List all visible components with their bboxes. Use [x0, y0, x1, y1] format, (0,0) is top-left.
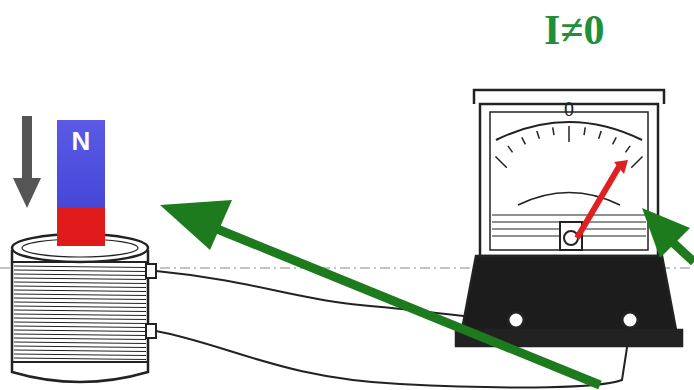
scale-zero: 0 — [564, 98, 574, 121]
bar-magnet: N — [57, 120, 105, 246]
needle — [577, 165, 620, 238]
pole-label: N — [57, 126, 105, 157]
needle-tip — [614, 160, 628, 174]
coil — [12, 234, 156, 382]
motion-arrow — [13, 116, 41, 208]
current-label: I≠0 — [544, 6, 604, 54]
pointer-arrow — [160, 200, 694, 385]
